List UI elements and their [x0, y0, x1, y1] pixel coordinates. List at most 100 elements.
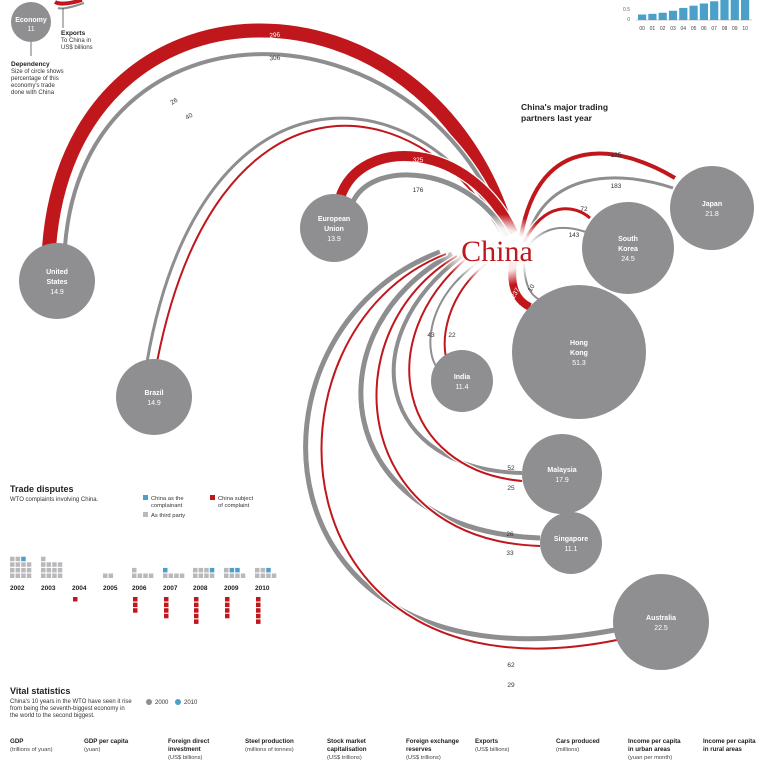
bubble-dependency-australia: 22.5: [654, 625, 668, 632]
dispute-subject-2008: [194, 608, 199, 613]
legend-2000-label: 2000: [155, 700, 169, 706]
bubble-dependency-brazil: 14.9: [147, 400, 161, 407]
vital-col-title: GDP: [10, 738, 23, 745]
dispute-square-2010: [260, 567, 266, 573]
china-glow: [437, 214, 557, 286]
dispute-square-2010: [266, 573, 271, 578]
dispute-year-2003: 2003: [41, 585, 56, 592]
partner-bubbles: UnitedStates14.9Brazil14.9EuropeanUnion1…: [19, 166, 754, 670]
mini-bar-tick: 0: [627, 17, 630, 23]
bubble-dependency-european-union: 13.9: [327, 236, 341, 243]
dispute-square-2002: [10, 567, 15, 573]
dispute-square-2002: [21, 567, 26, 573]
mini-bar-06: [699, 3, 708, 20]
legend-2010-dot: [175, 699, 181, 705]
bubble-united-states: [19, 243, 95, 319]
flow-arc-singapore-red: [375, 255, 541, 547]
dispute-square-2008: [198, 573, 204, 578]
legend-economy-value: 11: [27, 26, 34, 33]
dispute-subject-2004: [73, 597, 78, 602]
dispute-square-2008: [193, 573, 198, 578]
dispute-square-2002: [26, 567, 32, 573]
flow-value-united-states-red: 296: [269, 31, 281, 39]
dispute-square-2005: [103, 573, 108, 578]
legend-economy-circle: [11, 2, 51, 42]
china-label: China: [461, 235, 533, 268]
dispute-square-2008: [198, 567, 204, 573]
mini-bar-01: [648, 13, 657, 20]
dispute-year-2005: 2005: [103, 585, 118, 592]
bubble-label-hong-kong: Kong: [570, 350, 588, 357]
dispute-subject-2010: [256, 608, 261, 613]
legend-dependency-title: Dependency: [11, 61, 50, 68]
dispute-square-2002: [21, 556, 26, 562]
dispute-square-2003: [46, 573, 52, 578]
dispute-square-2002: [26, 562, 32, 567]
flow-arc-japan-grey: [525, 176, 674, 241]
legend-third-party-label: As third party: [151, 513, 185, 519]
flow-value-australia-red: 29: [507, 682, 515, 689]
flow-value-hong-kong-red: 237: [510, 286, 522, 299]
dispute-subject-2006: [133, 597, 138, 602]
dispute-square-2002: [21, 573, 26, 578]
dispute-subject-2008: [194, 602, 199, 608]
dispute-year-2009: 2009: [224, 585, 239, 592]
mini-bar-label: 03: [670, 26, 676, 32]
bubble-brazil: [116, 359, 192, 435]
dispute-year-2008: 2008: [193, 585, 208, 592]
legend-dependency-desc-4: done with China: [11, 90, 55, 96]
bubble-label-japan: Japan: [702, 201, 722, 208]
dispute-subject-2009: [225, 608, 230, 613]
legend-complainant-line-1: China as the: [151, 496, 184, 502]
legend-subject-line-2: of complaint: [218, 503, 250, 509]
legend-third-party-swatch: [143, 512, 148, 517]
dispute-subject-2010: [256, 602, 261, 608]
flow-value-japan-grey: 183: [611, 183, 622, 190]
bubble-dependency-japan: 21.8: [705, 211, 719, 218]
mini-bar-09: [730, 0, 739, 20]
dispute-square-2008: [209, 573, 215, 578]
dispute-square-2003: [52, 567, 57, 573]
dispute-square-2003: [41, 573, 46, 578]
dispute-square-2006: [132, 573, 137, 578]
mini-bar-label: 09: [732, 26, 738, 32]
dispute-square-2003: [52, 573, 57, 578]
dispute-square-2002: [10, 573, 15, 578]
legend-exports-title: Exports: [61, 30, 86, 37]
flow-value-european-union-grey: 176: [413, 187, 424, 194]
flow-value-malaysia-grey: 52: [507, 465, 515, 472]
dispute-square-2010: [271, 573, 277, 578]
dispute-square-2003: [46, 562, 52, 567]
vital-statistics-columns: GDP(trillions of yuan)GDP per capita(yua…: [10, 738, 756, 761]
legend-key: Economy 11 Exports To China in US$ billi…: [11, 0, 93, 96]
bubble-japan: [670, 166, 754, 250]
mini-bar-tick: 0.5: [623, 7, 630, 13]
dispute-square-2008: [193, 567, 198, 573]
vital-col-title: Foreign direct: [168, 738, 209, 745]
legend-complainant-swatch: [143, 495, 148, 500]
vital-statistics-title: Vital statistics: [10, 686, 70, 696]
trade-disputes-title: Trade disputes: [10, 484, 74, 494]
dispute-square-2010: [266, 567, 271, 573]
legend-complainant-line-2: complainant: [151, 503, 183, 509]
dispute-year-2010: 2010: [255, 585, 270, 592]
dispute-subject-2007: [164, 597, 169, 602]
dispute-year-2007: 2007: [163, 585, 178, 592]
dispute-subject-2007: [164, 613, 169, 619]
dispute-square-2002: [21, 562, 26, 567]
dispute-subject-2006: [133, 608, 138, 613]
dispute-square-2008: [204, 573, 209, 578]
bubble-label-european-union: European: [318, 216, 350, 223]
partners-title-line-2: partners last year: [521, 113, 593, 123]
bubble-dependency-united-states: 14.9: [50, 289, 64, 296]
dispute-square-2009: [235, 567, 240, 573]
dispute-subject-2010: [256, 619, 261, 624]
bubble-south-korea: [582, 202, 674, 294]
partners-title-line-1: China's major trading: [521, 102, 608, 112]
mini-bar-label: 02: [660, 26, 666, 32]
bubble-malaysia: [522, 434, 602, 514]
dispute-square-2003: [41, 556, 46, 562]
mini-bar-label: 04: [681, 26, 687, 32]
flow-value-singapore-grey: 26: [506, 531, 514, 538]
